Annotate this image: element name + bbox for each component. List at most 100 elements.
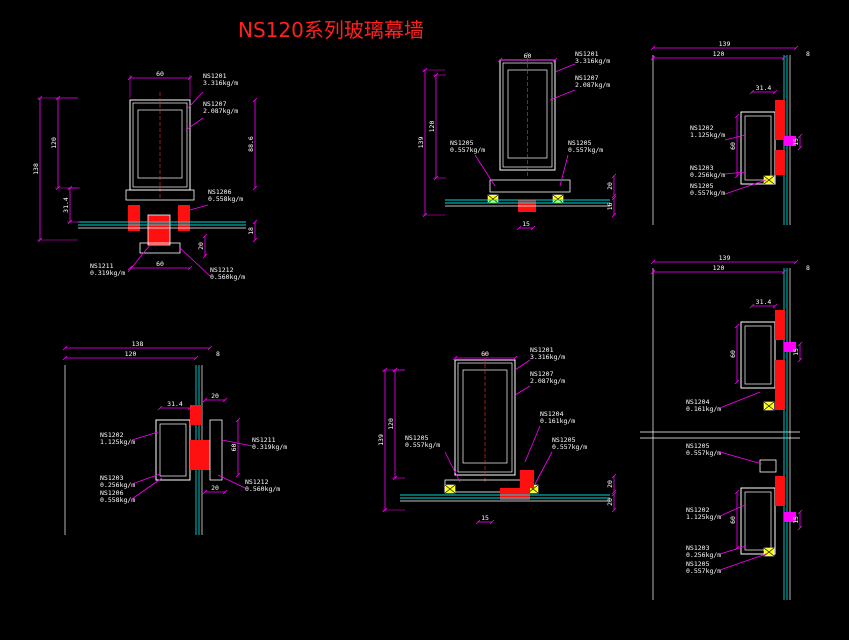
dimension-tick xyxy=(489,519,495,525)
d1-ns1211-code: NS1211 xyxy=(90,262,114,270)
dimension-label: 88.6 xyxy=(247,136,255,152)
dimension-tick xyxy=(772,89,778,95)
d5-ns1205-right-code: NS1205 xyxy=(552,436,576,444)
gasket xyxy=(178,205,190,231)
dimension-tick xyxy=(781,55,787,61)
dimension-tick xyxy=(552,57,558,63)
dimension-label: 139 xyxy=(719,40,731,48)
dimension-tick xyxy=(611,193,617,199)
dimension-tick xyxy=(187,405,193,411)
d5-ns1205-left-weight: 0.557kg/m xyxy=(405,441,440,449)
dimension-label: 120 xyxy=(387,418,395,430)
d3-ns1202-code: NS1202 xyxy=(690,124,714,132)
d1-ns1206-weight: 0.558kg/m xyxy=(208,195,243,203)
dimension-label: 139 xyxy=(719,254,731,262)
mullion-inner xyxy=(132,102,188,188)
leader-line xyxy=(549,89,576,101)
gasket xyxy=(500,488,530,500)
d6-ns1204-code: NS1204 xyxy=(686,398,710,406)
d1-ns1211-weight: 0.319kg/m xyxy=(90,269,125,277)
dimension-tick xyxy=(193,355,199,361)
d6-ns1202-weight: 1.125kg/m xyxy=(686,513,721,521)
dimension-tick xyxy=(734,323,740,329)
dimension-label: 60 xyxy=(524,52,532,60)
gasket xyxy=(775,150,785,175)
d2-ns1205-left-code: NS1205 xyxy=(450,139,474,147)
setting-block-cross xyxy=(763,401,775,411)
dimension-label: 20 xyxy=(606,498,614,506)
d5-ns1205-left-code: NS1205 xyxy=(405,434,429,442)
dimension-tick xyxy=(611,491,617,497)
dimension-tick xyxy=(611,489,617,495)
d5-ns1204-weight: 0.161kg/m xyxy=(540,417,575,425)
dimension-tick xyxy=(797,357,803,363)
transom-inner-lower xyxy=(744,491,772,551)
d1-ns1201-weight: 3.316kg/m xyxy=(203,79,238,87)
d1-ns1212-code: NS1212 xyxy=(210,266,234,274)
dimension-tick xyxy=(781,269,787,275)
d4-ns1211-weight: 0.319kg/m xyxy=(252,443,287,451)
dimension-tick xyxy=(793,45,799,51)
setting-block-cross xyxy=(487,194,499,204)
dimension-label-8: 8 xyxy=(806,264,810,272)
setting-block-cross xyxy=(444,484,456,494)
d5-ns1205-right-weight: 0.557kg/m xyxy=(552,443,587,451)
d6-ns1203-weight: 0.256kg/m xyxy=(686,551,721,559)
leader-line xyxy=(724,179,767,195)
dimension-tick xyxy=(611,507,617,513)
dimension-label: 138 xyxy=(132,340,144,348)
leader-line xyxy=(719,553,767,571)
leader-line xyxy=(187,91,204,109)
dimension-tick xyxy=(235,417,241,423)
dimension-label: 18 xyxy=(247,227,255,235)
base-profile xyxy=(125,189,195,201)
d3-ns1205-weight: 0.557kg/m xyxy=(690,189,725,197)
dimension-tick xyxy=(252,97,258,103)
d3-ns1202-weight: 1.125kg/m xyxy=(690,131,725,139)
dimension-tick xyxy=(62,355,68,361)
d4-ns1211-code: NS1211 xyxy=(252,436,276,444)
dimension-tick xyxy=(157,405,163,411)
transom-profile xyxy=(740,321,776,389)
dimension-label: 31.4 xyxy=(756,298,772,306)
d6-ns1205-mid-weight: 0.557kg/m xyxy=(686,449,721,457)
leader-line xyxy=(554,63,576,73)
leader-line xyxy=(514,385,531,396)
dimension-tick xyxy=(611,212,617,218)
d6-ns1205-low-code: NS1205 xyxy=(686,560,710,568)
gasket xyxy=(775,310,785,340)
leader-line xyxy=(221,439,253,447)
dimension-tick xyxy=(650,45,656,51)
leader-line xyxy=(719,391,761,409)
d2-ns1201-code: NS1201 xyxy=(575,50,599,58)
dimension-label: 20 xyxy=(211,484,219,492)
dimension-tick xyxy=(207,345,213,351)
gasket xyxy=(190,405,202,425)
drawing-title: NS120系列玻璃幕墙 xyxy=(238,18,424,42)
d5-ns1204-code: NS1204 xyxy=(540,410,564,418)
d1-ns1201-code: NS1201 xyxy=(203,72,227,80)
dimension-tick xyxy=(202,233,208,239)
dimension-tick xyxy=(62,345,68,351)
d2-ns1205-right-weight: 0.557kg/m xyxy=(568,146,603,154)
setting-block-cross xyxy=(552,194,564,204)
leader-line xyxy=(724,171,746,175)
dimension-tick xyxy=(202,397,208,403)
leader-line xyxy=(185,117,204,131)
dimension-tick xyxy=(497,57,503,63)
dimension-tick xyxy=(797,133,803,139)
leader-line xyxy=(189,204,209,211)
dimension-label: 138 xyxy=(32,163,40,175)
dimension-tick xyxy=(797,341,803,347)
base-profile xyxy=(489,179,571,193)
gasket xyxy=(775,476,785,506)
dimension-label: 31.4 xyxy=(62,197,70,213)
gasket xyxy=(128,205,140,231)
dimension-tick xyxy=(611,195,617,201)
dimension-label-8: 8 xyxy=(806,50,810,58)
dimension-label: 15 xyxy=(792,138,800,146)
dimension-label: 120 xyxy=(713,50,725,58)
dimension-label: 15 xyxy=(522,220,530,228)
